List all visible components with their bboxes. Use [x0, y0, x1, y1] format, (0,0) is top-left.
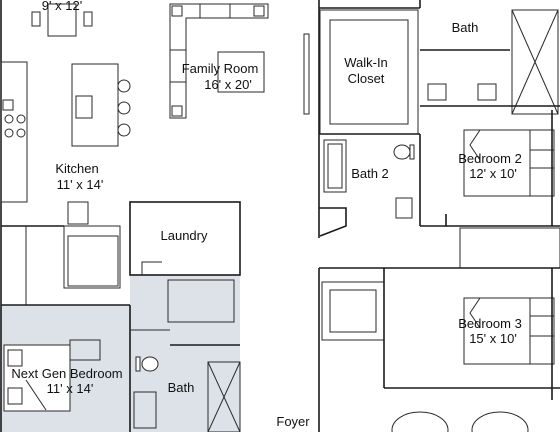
family-room-name: Family Room	[182, 61, 259, 76]
kitchen-dims: 11' x 14'	[57, 177, 104, 192]
bath-lower-label: Bath	[168, 380, 195, 395]
laundry-label: Laundry	[161, 228, 208, 243]
bedroom-3-name: Bedroom 3	[458, 316, 522, 331]
kitchen-name: Kitchen	[55, 161, 98, 176]
walk-in-label-1: Walk-In	[344, 55, 388, 70]
kitchen-island	[71, 63, 119, 147]
bedroom-3-dims: 15' x 10'	[469, 331, 517, 346]
walk-in-label-2: Closet	[348, 71, 385, 86]
coffee-table	[217, 51, 265, 93]
next-gen-bedroom-dims: 11' x 14'	[47, 381, 94, 396]
bath-top-label: Bath	[452, 20, 479, 35]
bedroom-2-name: Bedroom 2	[458, 151, 522, 166]
sofa	[169, 3, 269, 119]
dining-dims: 9' x 12'	[42, 0, 82, 13]
dining-table	[47, 3, 77, 37]
next-gen-bedroom-name: Next Gen Bedroom	[11, 366, 122, 381]
family-room-dims: 16' x 20'	[204, 77, 252, 92]
foyer-label: Foyer	[276, 414, 310, 429]
next-gen-bed	[3, 344, 71, 412]
room-labels: 9' x 12' Family Room 16' x 20' Walk-In C…	[11, 0, 521, 429]
bedroom-2-dims: 12' x 10'	[469, 166, 517, 181]
bath-2-label: Bath 2	[351, 166, 389, 181]
